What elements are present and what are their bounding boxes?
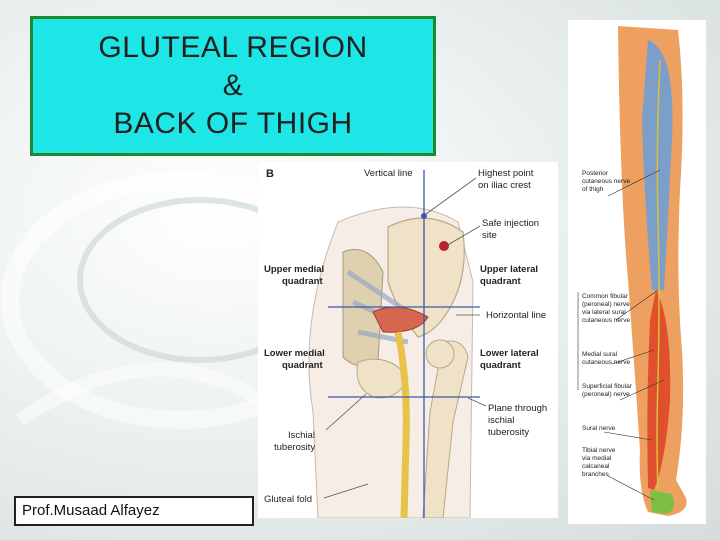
label-plane-3: tuberosity <box>488 427 529 438</box>
label-upper-medial-2: quadrant <box>282 276 323 287</box>
label-tibial-3: calcaneal <box>582 463 610 470</box>
posterior-calf-region <box>647 290 671 490</box>
leader-superficial <box>619 379 665 401</box>
label-highest-point-2: on iliac crest <box>478 180 531 191</box>
label-posterior-1: Posterior <box>582 170 609 177</box>
ischium <box>356 358 409 399</box>
sciatic-nerve <box>394 331 410 519</box>
leader-gluteal-fold <box>323 483 369 499</box>
label-lower-lateral-1: Lower lateral <box>480 348 539 359</box>
label-common-2: (peroneal) nerve <box>582 301 630 308</box>
label-common-4: cutaneous nerve <box>582 317 630 324</box>
leader-posterior <box>607 169 661 197</box>
label-posterior-2: cutaneous nerve <box>582 178 630 185</box>
label-lower-lateral-2: quadrant <box>480 360 521 371</box>
label-superficial-2: (peroneal) nerve <box>582 391 630 398</box>
label-upper-lateral-2: quadrant <box>480 276 521 287</box>
leader-sural <box>603 431 653 441</box>
label-medial-2: cutaneous nerve <box>582 359 630 366</box>
label-plane-1: Plane through <box>488 403 547 414</box>
posterior-leg-illustration: Posterior cutaneous nerve of thigh Commo… <box>577 26 687 516</box>
label-tibial-4: branches <box>582 471 609 478</box>
label-ischial-1: Ischial <box>288 430 315 441</box>
label-safe-injection-2: site <box>482 230 497 241</box>
gluteal-quadrants-figure: B Vertical line Highest point on iliac c… <box>258 162 558 519</box>
label-sural: Sural nerve <box>582 425 616 432</box>
label-upper-medial-1: Upper medial <box>264 264 324 275</box>
injection-site-dot <box>439 241 449 251</box>
label-horizontal-line: Horizontal line <box>486 310 546 321</box>
panel-letter: B <box>266 168 274 180</box>
label-tibial-2: via medial <box>582 455 612 462</box>
title-box: GLUTEAL REGION & BACK OF THIGH <box>30 16 436 156</box>
label-common-3: via lateral sural <box>582 309 626 316</box>
leader-injection <box>445 225 481 247</box>
title-line-2: & <box>222 69 244 102</box>
gluteal-quadrants-illustration: B Vertical line Highest point on iliac c… <box>264 168 547 519</box>
label-posterior-3: of thigh <box>582 186 604 193</box>
label-ischial-2: tuberosity <box>274 442 315 453</box>
highest-point-dot <box>421 213 427 219</box>
leader-ischial <box>325 393 367 431</box>
femoral-head <box>425 339 455 369</box>
label-safe-injection-1: Safe injection <box>482 218 539 229</box>
heel-region <box>650 490 674 514</box>
leader-highest <box>425 177 477 215</box>
label-plane-2: ischial <box>488 415 514 426</box>
author-box: Prof.Musaad Alfayez <box>14 496 254 526</box>
label-medial-1: Medial sural <box>582 351 618 358</box>
leader-tibial <box>607 475 655 501</box>
posterior-leg-nerve-figure: Posterior cutaneous nerve of thigh Commo… <box>568 20 706 524</box>
label-lower-medial-1: Lower medial <box>264 348 325 359</box>
leader-common <box>615 289 659 321</box>
label-lower-medial-2: quadrant <box>282 360 323 371</box>
label-upper-lateral-1: Upper lateral <box>480 264 538 275</box>
label-superficial-1: Superficial fibular <box>582 383 633 390</box>
label-common-1: Common fibular <box>582 293 629 300</box>
leader-plane <box>467 397 487 407</box>
leader-medial <box>611 349 655 365</box>
label-highest-point-1: Highest point <box>478 168 534 179</box>
label-gluteal-fold: Gluteal fold <box>264 494 312 505</box>
label-tibial-1: Tibial nerve <box>582 447 616 454</box>
title-line-3: BACK OF THIGH <box>113 107 353 140</box>
label-vertical-line: Vertical line <box>364 168 413 179</box>
author-name: Prof.Musaad Alfayez <box>22 502 160 519</box>
nerve-branches <box>656 59 661 491</box>
title-line-1: GLUTEAL REGION <box>98 31 368 64</box>
